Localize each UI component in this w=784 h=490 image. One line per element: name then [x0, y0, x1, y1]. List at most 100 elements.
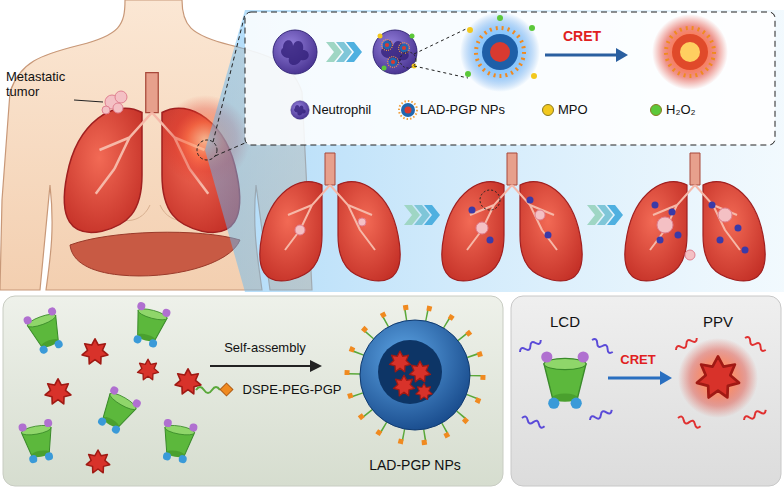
assembly-panel-part	[128, 301, 171, 349]
legend-text: LAD-PGP NPs	[420, 103, 505, 118]
tumor-label: Metastatic tumor	[6, 70, 76, 100]
assembly-panel-part	[157, 418, 198, 464]
lung-sequence-part	[527, 197, 534, 204]
assembly-panel-part	[220, 383, 233, 396]
zoom-inset-part	[460, 12, 540, 92]
zoom-inset-part	[410, 34, 415, 39]
lung-sequence-part	[480, 190, 500, 210]
zoom-inset-part	[382, 40, 393, 51]
zoom-beam-part	[215, 143, 245, 156]
assembly-panel-part	[3, 296, 503, 486]
cret-panel-part	[677, 416, 701, 429]
zoom-beam-part	[205, 10, 784, 292]
cret-panel-box: LCD CRET PPV	[511, 296, 781, 486]
assembly-panel	[3, 296, 503, 486]
assembly-panel-part	[86, 450, 109, 473]
zoom-inset-part	[245, 12, 775, 145]
zoom-inset-part	[680, 42, 700, 62]
zoom-inset-part	[531, 73, 537, 79]
zoom-inset-part	[476, 28, 524, 76]
lung-sequence-part	[652, 202, 659, 209]
legend-text: H₂O₂	[666, 103, 696, 118]
lung-sequence-part	[358, 218, 366, 226]
cret-panel-part	[608, 377, 662, 380]
lung-sequence-part	[587, 205, 623, 225]
lung-sequence-part	[709, 202, 716, 209]
assembly-panel-part	[23, 306, 69, 356]
zoom-inset-part	[545, 54, 618, 57]
zoom-inset-part	[382, 66, 387, 71]
body-lungs-part	[70, 232, 240, 276]
panel-text: LAD-PGP NPs	[369, 457, 461, 473]
zoom-inset-part	[490, 42, 510, 62]
zoom-inset-part	[666, 28, 714, 76]
zoom-inset-part	[399, 101, 417, 119]
cret-panel-part	[675, 336, 698, 352]
zoom-inset-part	[482, 34, 518, 70]
metastatic-tumor-part	[115, 91, 127, 103]
zoom-beam-part	[213, 14, 245, 142]
metastatic-tumor	[74, 91, 127, 114]
zoom-inset-part	[652, 14, 728, 90]
panel-text: PPV	[703, 313, 733, 330]
lung-sequence-part	[675, 232, 682, 239]
assembly-panel-part	[389, 351, 410, 372]
panel-text: DSPE-PEG-PGP	[243, 383, 342, 398]
assembly-panel-part	[92, 385, 142, 438]
zoom-inset-part	[326, 42, 362, 62]
zoom-beam-part	[197, 140, 217, 160]
cret-label: CRET	[563, 28, 601, 44]
cret-panel-part	[591, 338, 614, 354]
metastatic-tumor-part	[74, 100, 103, 102]
zoom-inset-part	[291, 101, 309, 119]
assembly-panel-part	[210, 365, 312, 367]
zoom-inset-part	[373, 30, 417, 74]
lung-sequence-part	[718, 208, 732, 222]
zoom-inset-part	[497, 15, 503, 21]
cret-panel-part	[589, 408, 613, 423]
zoom-inset	[245, 12, 775, 145]
lung-sequence-part	[742, 247, 749, 254]
zoom-beam	[197, 10, 784, 292]
lung-sequence-part	[487, 237, 494, 244]
zoom-inset-part	[465, 71, 471, 77]
cret-panel	[511, 296, 781, 486]
legend-swatch	[542, 104, 554, 116]
lung-sequence-part	[685, 250, 695, 260]
cret-panel-part	[511, 296, 781, 486]
zoom-inset-part	[467, 27, 473, 33]
assembly-panel-part	[347, 307, 483, 443]
assembly-panel-part	[416, 384, 432, 400]
panel-text: CRET	[620, 353, 655, 368]
legend-swatch	[650, 104, 662, 116]
legend-text: Neutrophil	[312, 103, 371, 118]
cret-panel-part	[678, 338, 758, 418]
assembly-panel-part	[45, 379, 71, 404]
cret-panel-part	[697, 356, 739, 397]
zoom-inset-part	[529, 25, 535, 31]
zoom-inset-part	[414, 28, 468, 54]
assembly-panel-part	[18, 418, 59, 464]
assembly-panel-box: Self-assemblyDSPE-PEG-PGP LAD-PGP NPs	[3, 296, 503, 486]
lung-sequence-part	[295, 225, 305, 235]
panel-text: LCD	[550, 313, 580, 330]
cret-panel-part	[521, 416, 545, 429]
assembly-panel-part	[310, 360, 322, 372]
zoom-inset-part	[414, 66, 468, 78]
assembly-panel-part	[360, 320, 470, 430]
panel-text: Self-assembly	[224, 341, 306, 356]
assembly-panel-part	[137, 359, 158, 380]
zoom-inset-part	[388, 57, 399, 68]
lung-sequence-part	[545, 232, 552, 239]
cret-panel-part	[519, 338, 542, 354]
zoom-inset-part	[672, 34, 708, 70]
lung-sequence-part	[657, 217, 673, 233]
lung-sequence-part	[657, 237, 664, 244]
cret-panel-part	[541, 351, 589, 408]
assembly-panel-part	[378, 340, 442, 404]
lung-sequence-part	[469, 207, 476, 214]
assembly-panel-part	[82, 339, 108, 364]
lung-sequence-part	[535, 210, 545, 220]
